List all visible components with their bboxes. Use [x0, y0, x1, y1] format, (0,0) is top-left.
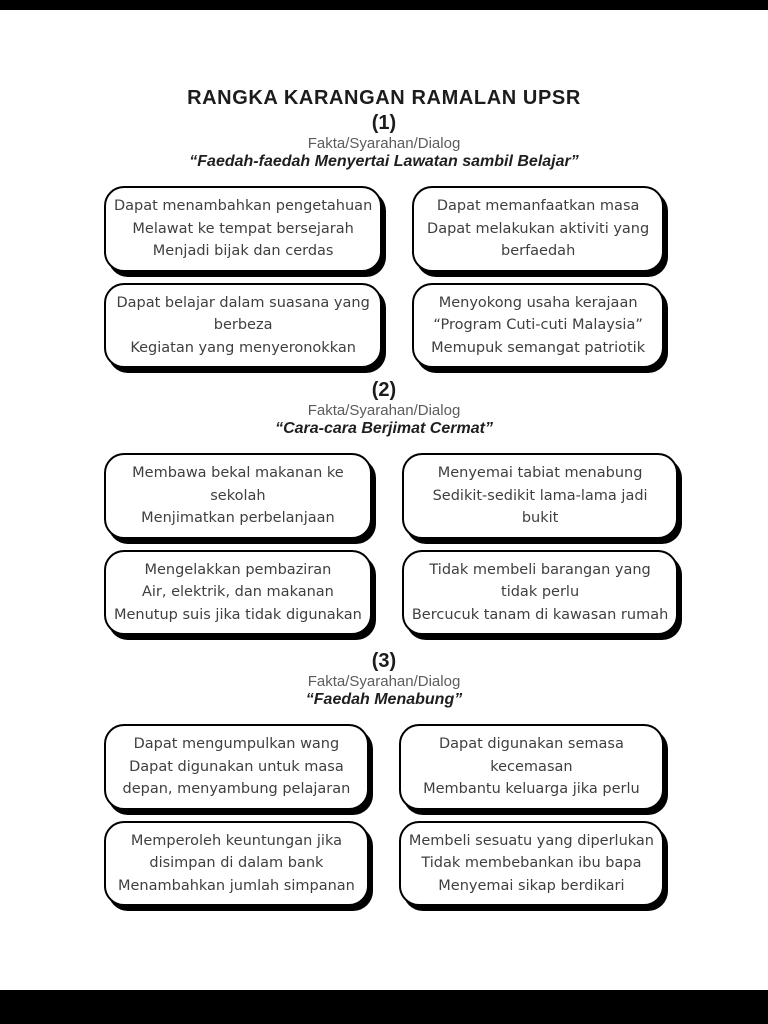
idea-box-line: depan, menyambung pelajaran — [122, 781, 351, 797]
section-type-label: Fakta/Syarahan/Dialog — [307, 673, 461, 690]
page-title: RANGKA KARANGAN RAMALAN UPSR — [187, 87, 581, 109]
idea-box-line: Dapat mengumpulkan wang — [133, 736, 340, 752]
idea-box: Dapat belajar dalam suasana yang berbeza… — [104, 282, 383, 368]
idea-box-line: disimpan di dalam bank — [149, 855, 324, 871]
idea-box-line: Sedikit-sedikit lama-lama jadi — [432, 487, 648, 504]
idea-box-line: berbeza — [213, 317, 273, 333]
idea-box-line: Memupuk semangat patriotik — [431, 339, 646, 356]
letterbox-bottom-bar — [0, 990, 768, 1024]
section-2-header: (2) Fakta/Syarahan/Dialog “Cara-cara Ber… — [0, 378, 768, 438]
section-type-label: Fakta/Syarahan/Dialog — [307, 402, 461, 419]
idea-box-line: Memperoleh keuntungan jika — [130, 832, 342, 849]
idea-box-line: Tidak membeli barangan yang — [429, 561, 651, 578]
idea-box-line: Air, elektrik, dan makanan — [141, 584, 334, 600]
idea-box-line: Menjadi bijak dan cerdas — [152, 243, 334, 259]
section-3-boxes: Dapat mengumpulkan wang Dapat digunakan … — [104, 724, 664, 906]
idea-box-line: Tidak membebankan ibu bapa — [421, 855, 642, 871]
idea-box: Membawa bekal makanan ke sekolah Menjima… — [104, 453, 372, 539]
idea-box-line: bukit — [521, 510, 559, 526]
idea-box-line: Bercucuk tanam di kawasan rumah — [411, 606, 669, 623]
idea-box-line: tidak perlu — [501, 584, 580, 600]
idea-box-line: berfaedah — [500, 243, 576, 259]
idea-box: Dapat memanfaatkan masa Dapat melakukan … — [412, 186, 664, 272]
section-2-boxes: Membawa bekal makanan ke sekolah Menjima… — [104, 453, 679, 635]
section-3-header: (3) Fakta/Syarahan/Dialog “Faedah Menabu… — [0, 649, 768, 709]
idea-box-line: Membawa bekal makanan ke — [132, 465, 344, 481]
idea-box-line: Mengelakkan pembaziran — [144, 561, 332, 578]
idea-box-line: sekolah — [210, 487, 266, 504]
idea-box: Dapat menambahkan pengetahuan Melawat ke… — [104, 186, 383, 272]
idea-box: Menyokong usaha kerajaan “Program Cuti-c… — [412, 282, 664, 368]
idea-box-line: Dapat digunakan untuk masa — [129, 758, 344, 775]
document-page: RANGKA KARANGAN RAMALAN UPSR (1) Fakta/S… — [0, 10, 768, 990]
idea-box: Membeli sesuatu yang diperlukan Tidak me… — [398, 820, 664, 906]
idea-box-line: Dapat belajar dalam suasana yang — [116, 294, 370, 311]
idea-box: Tidak membeli barangan yang tidak perlu … — [401, 549, 679, 635]
idea-box-line: Menutup suis jika tidak digunakan — [114, 606, 362, 623]
idea-box-line: Dapat melakukan aktiviti yang — [427, 220, 650, 237]
idea-box: Dapat digunakan semasa kecemasan Membant… — [398, 724, 664, 810]
idea-box-line: “Program Cuti-cuti Malaysia” — [433, 317, 643, 333]
section-number: (1) — [371, 112, 397, 134]
idea-box-line: Menyemai tabiat menabung — [437, 465, 643, 481]
idea-box-line: Membeli sesuatu yang diperlukan — [408, 832, 654, 849]
section-number: (3) — [371, 650, 397, 672]
idea-box-line: Dapat menambahkan pengetahuan — [114, 198, 373, 214]
idea-box: Dapat mengumpulkan wang Dapat digunakan … — [104, 724, 369, 810]
section-1-header: (1) Fakta/Syarahan/Dialog “Faedah-faedah… — [0, 111, 768, 171]
section-type-label: Fakta/Syarahan/Dialog — [307, 135, 461, 152]
section-number: (2) — [371, 379, 397, 401]
section-1-boxes: Dapat menambahkan pengetahuan Melawat ke… — [104, 186, 664, 368]
idea-box-line: Dapat memanfaatkan masa — [436, 198, 640, 214]
idea-box: Menyemai tabiat menabung Sedikit-sedikit… — [401, 453, 679, 539]
idea-box-line: Menambahkan jumlah simpanan — [117, 877, 355, 894]
idea-box-line: Menjimatkan perbelanjaan — [141, 510, 335, 526]
idea-box: Memperoleh keuntungan jika disimpan di d… — [104, 820, 369, 906]
idea-box-line: Kegiatan yang menyeronokkan — [130, 339, 356, 356]
idea-box: Mengelakkan pembaziran Air, elektrik, da… — [104, 549, 372, 635]
idea-box-line: Menyokong usaha kerajaan — [438, 294, 638, 311]
idea-box-line: Melawat ke tempat bersejarah — [132, 220, 354, 237]
idea-box-line: Membantu keluarga jika perlu — [423, 781, 640, 797]
idea-box-line: Dapat digunakan semasa — [438, 736, 624, 752]
section-topic: “Faedah-faedah Menyertai Lawatan sambil … — [189, 153, 579, 170]
letterbox-top-bar — [0, 0, 768, 10]
section-topic: “Cara-cara Berjimat Cermat” — [275, 420, 493, 437]
idea-box-line: kecemasan — [490, 758, 573, 775]
section-topic: “Faedah Menabung” — [305, 691, 463, 708]
idea-box-line: Menyemai sikap berdikari — [438, 877, 625, 894]
